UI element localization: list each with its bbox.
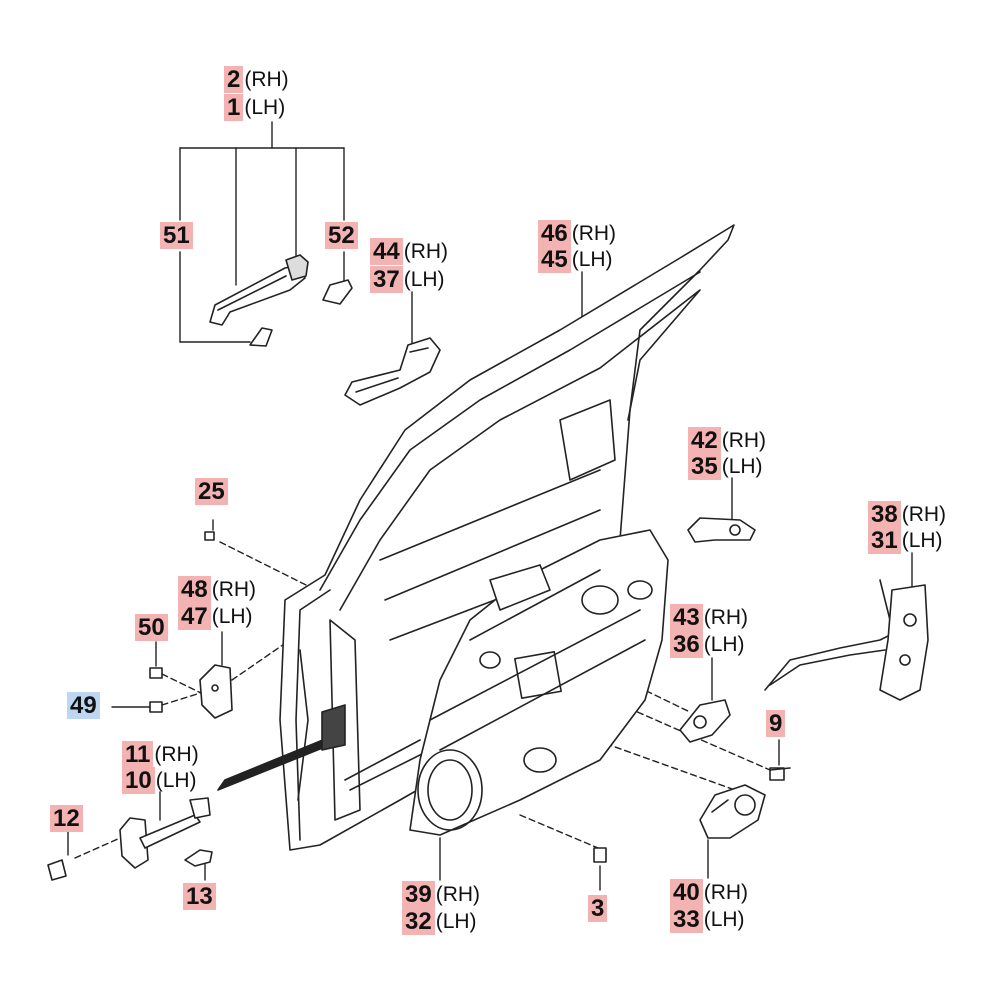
part-number: 25: [195, 478, 228, 505]
part-number: 33: [670, 906, 703, 933]
part-number: 51: [160, 222, 193, 249]
part-number: 35: [688, 453, 721, 480]
door-lock-cable-bracket: [679, 699, 731, 743]
window-regulator-motor: [699, 784, 766, 839]
door-hinge: [199, 664, 233, 719]
part-number: 46: [538, 220, 571, 247]
callout-46-rh: 46(RH): [538, 220, 616, 247]
bolts: [47, 531, 785, 881]
door-latch-rod: [687, 517, 756, 543]
door-module-panel: [409, 529, 669, 836]
callout-32-lh: 32(LH): [402, 908, 477, 935]
part-number: 32: [402, 908, 435, 935]
callout-40-rh: 40(RH): [670, 879, 748, 906]
callout-10-lh: 10(LH): [122, 767, 197, 794]
part-number: 36: [670, 631, 703, 658]
part-number: 40: [670, 879, 703, 906]
callout-12: 12: [50, 805, 83, 832]
callout-2-rh: 2(RH): [224, 66, 289, 93]
callout-49: 49: [67, 692, 100, 719]
part-number: 42: [688, 427, 721, 454]
part-number: 10: [122, 767, 155, 794]
part-number: 12: [50, 805, 83, 832]
part-number: 50: [135, 614, 168, 641]
callout-38-rh: 38(RH): [868, 501, 946, 528]
callout-52: 52: [325, 222, 358, 249]
callout-31-lh: 31(LH): [868, 527, 943, 554]
screw: [769, 767, 791, 771]
callout-43-rh: 43(RH): [670, 604, 748, 631]
door-latch-assembly: [764, 579, 929, 701]
callout-35-lh: 35(LH): [688, 453, 763, 480]
part-number: 49: [67, 692, 100, 719]
door-checker: [119, 797, 213, 869]
part-number: 43: [670, 604, 703, 631]
callout-11-rh: 11(RH): [122, 741, 199, 768]
callout-1-lh: 1(LH): [224, 94, 285, 121]
callout-45-lh: 45(LH): [538, 246, 613, 273]
part-number: 31: [868, 527, 901, 554]
callout-37-lh: 37(LH): [370, 266, 445, 293]
part-number: 47: [178, 603, 211, 630]
part-number: 52: [325, 222, 358, 249]
part-number: 38: [868, 501, 901, 528]
callout-36-lh: 36(LH): [670, 631, 745, 658]
part-number: 37: [370, 266, 403, 293]
part-number: 1: [224, 94, 244, 121]
callout-9: 9: [766, 710, 786, 737]
part-number: 2: [224, 66, 244, 93]
callout-33-lh: 33(LH): [670, 906, 745, 933]
part-number: 44: [370, 238, 403, 265]
part-number: 9: [766, 710, 786, 737]
callout-3: 3: [588, 895, 608, 922]
callout-44-rh: 44(RH): [370, 238, 448, 265]
callout-25: 25: [195, 478, 228, 505]
part-number: 13: [183, 883, 216, 910]
outside-handle-assembly: [209, 254, 353, 347]
callout-47-lh: 47(LH): [178, 603, 253, 630]
callout-50: 50: [135, 614, 168, 641]
callout-48-rh: 48(RH): [178, 576, 256, 603]
inside-handle: [344, 337, 441, 406]
part-number: 48: [178, 576, 211, 603]
callout-51: 51: [160, 222, 193, 249]
callout-42-rh: 42(RH): [688, 427, 766, 454]
part-number: 11: [122, 741, 154, 768]
part-number: 45: [538, 246, 571, 273]
part-number: 3: [588, 895, 608, 922]
part-number: 39: [402, 881, 435, 908]
callout-39-rh: 39(RH): [402, 881, 480, 908]
callout-13: 13: [183, 883, 216, 910]
